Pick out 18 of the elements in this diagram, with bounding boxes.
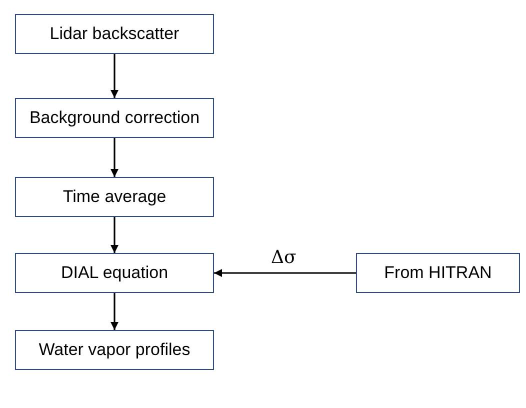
edge-label: Δσ [271, 247, 296, 268]
process-box [15, 14, 214, 54]
box-text: From HITRAN [384, 263, 492, 283]
process-box [15, 253, 214, 293]
box-text: DIAL equation [60, 263, 168, 283]
process-box [15, 330, 214, 370]
box-text: Water vapor profiles [38, 340, 190, 360]
box-text: Lidar backscatter [50, 24, 180, 44]
process-box [15, 98, 214, 138]
arrow [110, 138, 118, 177]
box-text: Background correction [29, 108, 200, 128]
arrow [110, 293, 118, 330]
arrow [110, 54, 118, 98]
process-box [356, 253, 520, 293]
arrow [214, 269, 356, 277]
box-text: Time average [62, 187, 166, 207]
arrow [110, 217, 118, 253]
process-box [15, 177, 214, 217]
